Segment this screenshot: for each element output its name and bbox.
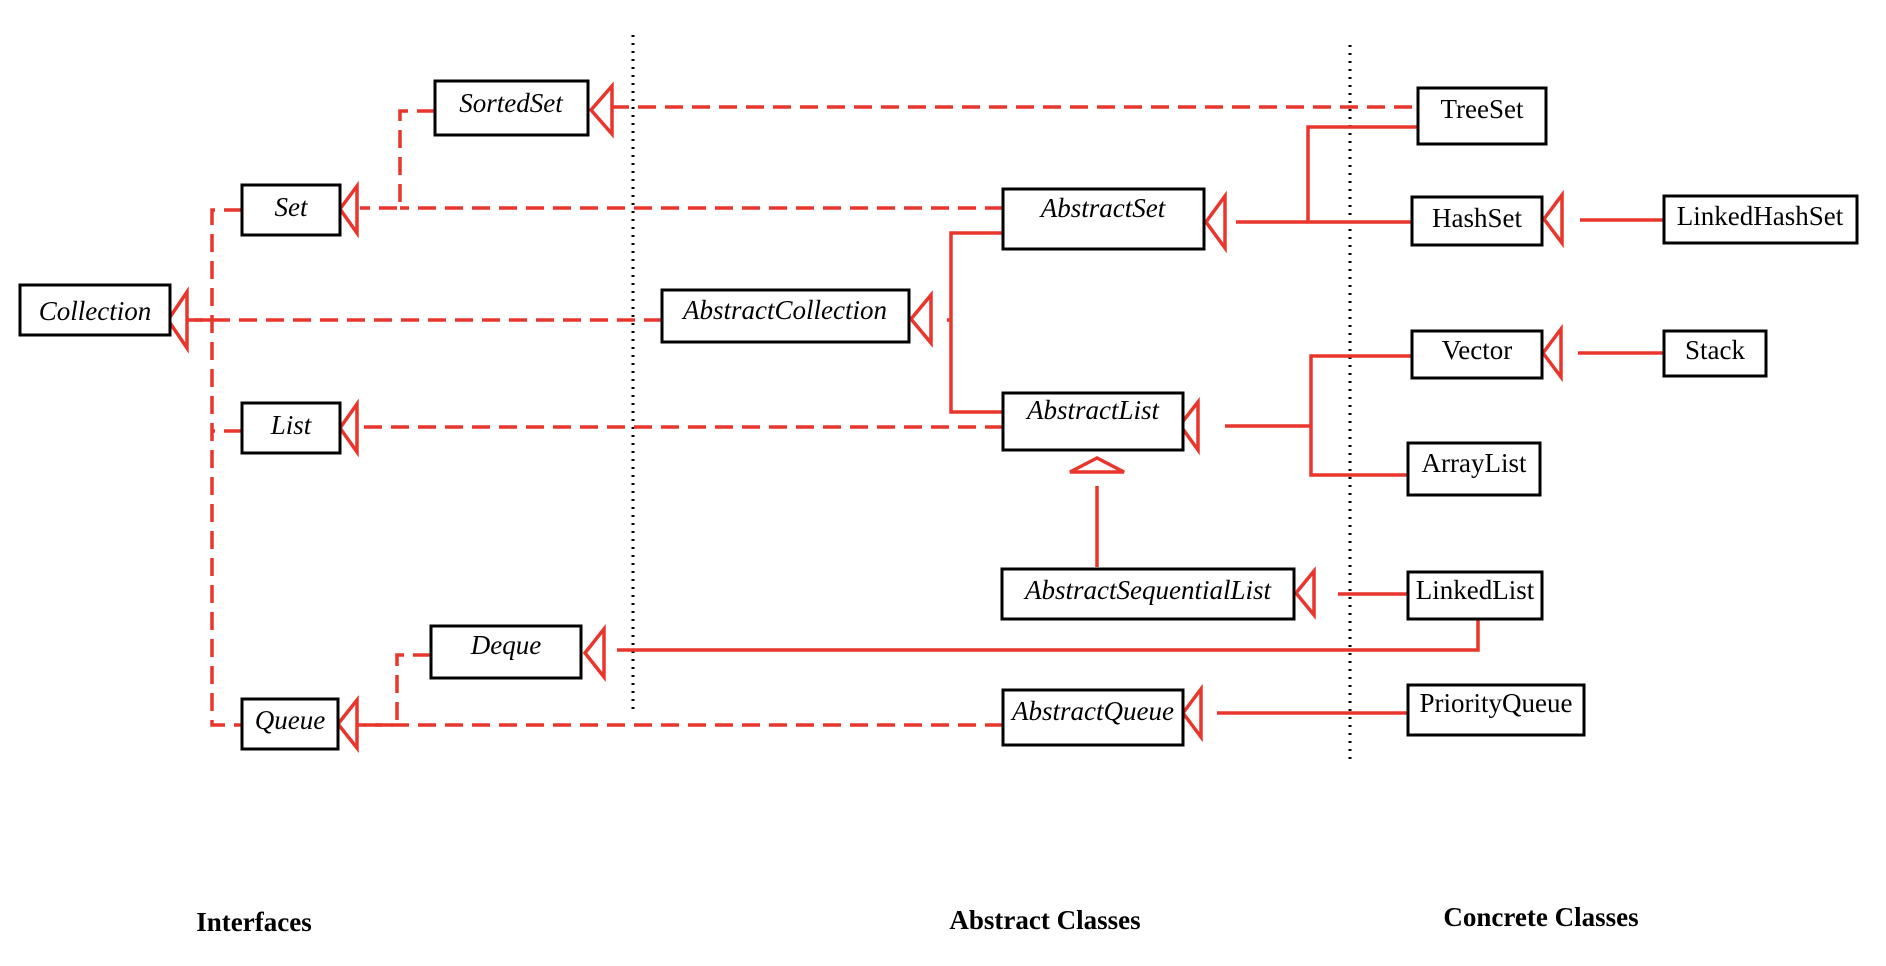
edge-vector-arraylist-branch: [1309, 354, 1412, 477]
arrowhead-abstractsequentiallist: [1293, 566, 1316, 620]
arrowhead-abstractqueue: [1180, 683, 1203, 743]
node-list-box: [240, 401, 342, 455]
node-treeset-label: TreeSet: [1440, 94, 1524, 124]
node-linkedlist-label: LinkedList: [1416, 575, 1535, 605]
node-linkedhashset-box: [1662, 194, 1859, 245]
arrowhead-sortedset: [588, 81, 614, 139]
node-arraylist: ArrayList: [1406, 441, 1542, 497]
node-abstractcollection-box: [660, 288, 911, 344]
node-deque: Deque: [429, 624, 583, 680]
node-treeset: TreeSet: [1416, 86, 1548, 146]
arrowhead-abstractlist-bottom: [1069, 456, 1125, 474]
relationship-lines: [187, 105, 1664, 727]
node-abstractsequentiallist-box: [1000, 567, 1296, 621]
arrowhead-hashset: [1541, 189, 1564, 249]
node-list-label: List: [270, 410, 313, 440]
node-vector-box: [1410, 329, 1544, 380]
node-deque-label: Deque: [470, 630, 541, 660]
node-sortedset-box: [433, 79, 590, 137]
node-list: List: [240, 401, 342, 455]
node-vector: Vector: [1410, 329, 1544, 380]
node-abstractqueue-box: [1001, 688, 1185, 747]
node-abstractset-label: AbstractSet: [1039, 193, 1167, 223]
node-collection-box: [18, 283, 172, 337]
node-collection: Collection: [18, 283, 172, 337]
node-deque-box: [429, 624, 583, 680]
arrowheads: [165, 81, 1564, 754]
node-abstractlist: AbstractList: [1001, 391, 1185, 452]
arrowhead-abstractset: [1203, 190, 1227, 254]
edge-linkedlist-to-deque: [617, 617, 1480, 652]
edge-abstract-branch: [949, 231, 1003, 414]
node-linkedlist-box: [1406, 570, 1544, 621]
node-priorityqueue: PriorityQueue: [1406, 683, 1586, 737]
node-stack-box: [1662, 329, 1768, 378]
arrowhead-queue: [335, 694, 359, 754]
node-sortedset-label: SortedSet: [459, 88, 564, 118]
node-vector-label: Vector: [1442, 335, 1512, 365]
node-arraylist-box: [1406, 441, 1542, 497]
node-priorityqueue-label: PriorityQueue: [1420, 688, 1573, 718]
arrowhead-abstractcollection: [908, 290, 933, 348]
node-hashset: HashSet: [1410, 195, 1544, 247]
edge-deque-to-queue: [357, 653, 431, 727]
node-set: Set: [240, 183, 342, 237]
section-label-abstract-classes: Abstract Classes: [949, 905, 1140, 935]
arrowhead-vector: [1540, 323, 1563, 383]
node-sortedset: SortedSet: [433, 79, 590, 137]
node-collection-label: Collection: [39, 296, 151, 326]
arrowhead-list: [337, 398, 359, 458]
edge-sortedset-to-set: [360, 109, 435, 210]
node-queue-box: [240, 697, 340, 751]
node-stack-label: Stack: [1685, 335, 1745, 365]
section-label-concrete-classes: Concrete Classes: [1443, 902, 1638, 932]
node-abstractqueue-label: AbstractQueue: [1010, 696, 1174, 726]
node-linkedhashset-label: LinkedHashSet: [1677, 201, 1844, 231]
node-abstractsequentiallist: AbstractSequentialList: [1000, 567, 1296, 621]
node-hashset-label: HashSet: [1432, 203, 1522, 233]
node-queue: Queue: [240, 697, 340, 751]
arrowhead-set: [337, 180, 359, 239]
node-priorityqueue-box: [1406, 683, 1586, 737]
node-abstractcollection-label: AbstractCollection: [681, 295, 887, 325]
node-abstractlist-label: AbstractList: [1025, 395, 1161, 425]
arrowhead-deque: [582, 623, 606, 683]
node-arraylist-label: ArrayList: [1422, 448, 1527, 478]
edge-interface-spine: [210, 208, 242, 727]
edge-treeset-hashset-branch: [1306, 125, 1418, 224]
node-treeset-box: [1416, 86, 1548, 146]
node-stack: Stack: [1662, 329, 1768, 378]
node-abstractcollection: AbstractCollection: [660, 288, 911, 344]
node-hashset-box: [1410, 195, 1544, 247]
node-queue-label: Queue: [255, 705, 325, 735]
node-abstractset: AbstractSet: [1001, 187, 1206, 251]
node-abstractlist-box: [1001, 391, 1185, 452]
node-linkedhashset: LinkedHashSet: [1662, 194, 1859, 245]
node-set-box: [240, 183, 342, 237]
section-label-interfaces: Interfaces: [196, 907, 311, 937]
arrowhead-abstractlist: [1177, 396, 1200, 456]
node-abstractqueue: AbstractQueue: [1001, 688, 1185, 747]
node-abstractset-box: [1001, 187, 1206, 251]
arrowhead-collection: [165, 286, 189, 354]
node-linkedlist: LinkedList: [1406, 570, 1544, 621]
node-abstractsequentiallist-label: AbstractSequentialList: [1023, 575, 1272, 605]
node-set-label: Set: [275, 192, 309, 222]
